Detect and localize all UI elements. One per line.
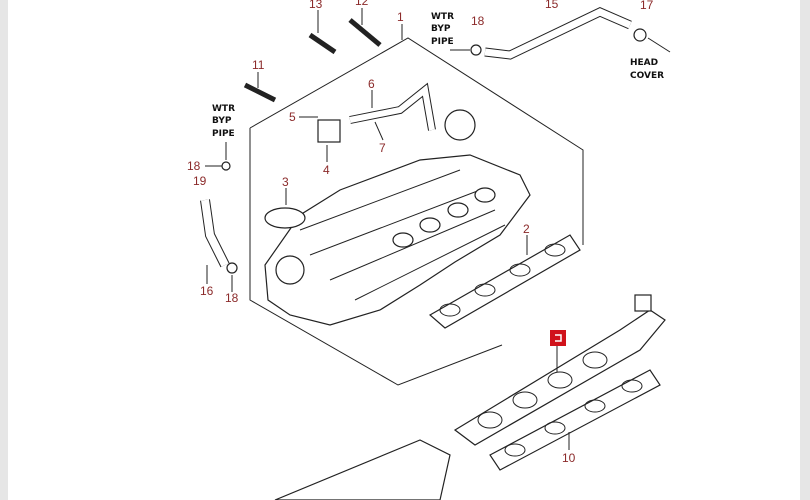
callout-5: 5 xyxy=(289,110,296,124)
callout-3: 3 xyxy=(282,175,289,189)
bolt-13 xyxy=(308,32,337,55)
callout-17: 17 xyxy=(640,0,654,12)
note-pipe: PIPE xyxy=(431,37,454,47)
note-wtr: WTR xyxy=(431,12,454,22)
note-wtr-left: WTR xyxy=(212,104,235,114)
link-icon[interactable] xyxy=(550,330,566,346)
callout-16: 16 xyxy=(200,284,214,298)
note-pipe-left: PIPE xyxy=(212,129,235,139)
hose-16-inner xyxy=(201,199,229,267)
note-byp: BYP xyxy=(431,24,451,34)
callout-18: 18 xyxy=(225,291,239,305)
assembly-boundary-bottom xyxy=(249,128,503,386)
callout-11: 11 xyxy=(252,58,265,72)
hose-7-inner xyxy=(349,84,435,131)
callout-15: 15 xyxy=(545,0,559,11)
leader-lines xyxy=(205,8,570,450)
callout-19: 19 xyxy=(193,174,207,188)
left-border xyxy=(0,0,8,500)
callout-4: 4 xyxy=(323,163,330,177)
clamp-18-bottom xyxy=(226,262,238,274)
link-icon-glyph xyxy=(555,334,562,342)
intake-manifold xyxy=(264,109,531,326)
clamp-18-top xyxy=(470,44,482,56)
callout-10: 10 xyxy=(562,451,576,465)
o-ring-gasket xyxy=(264,207,306,229)
callout-2: 2 xyxy=(523,222,530,236)
callout-12: 12 xyxy=(355,0,369,8)
note-head: HEAD xyxy=(630,58,658,68)
lower-manifold xyxy=(453,294,666,446)
callout-18: 18 xyxy=(471,14,485,28)
note-byp-left: BYP xyxy=(212,116,232,126)
sensor-4 xyxy=(317,119,341,143)
note-cover: COVER xyxy=(630,71,664,81)
connector-17 xyxy=(633,28,647,42)
hose-15-inner xyxy=(484,8,632,59)
callout-7: 7 xyxy=(379,141,386,155)
assembly-boundary xyxy=(249,37,584,245)
partial-manifold xyxy=(274,439,451,500)
manifold-gasket xyxy=(428,234,581,329)
callout-13: 13 xyxy=(309,0,323,11)
arrow-to-head-cover xyxy=(647,37,671,53)
stud-12 xyxy=(348,18,382,47)
bolt-11 xyxy=(243,82,277,103)
gasket-10 xyxy=(489,369,661,471)
right-border xyxy=(800,0,810,500)
clamp-18-left xyxy=(221,161,231,171)
callout-18: 18 xyxy=(187,159,201,173)
callout-6: 6 xyxy=(368,77,375,91)
callout-1: 1 xyxy=(397,10,404,24)
